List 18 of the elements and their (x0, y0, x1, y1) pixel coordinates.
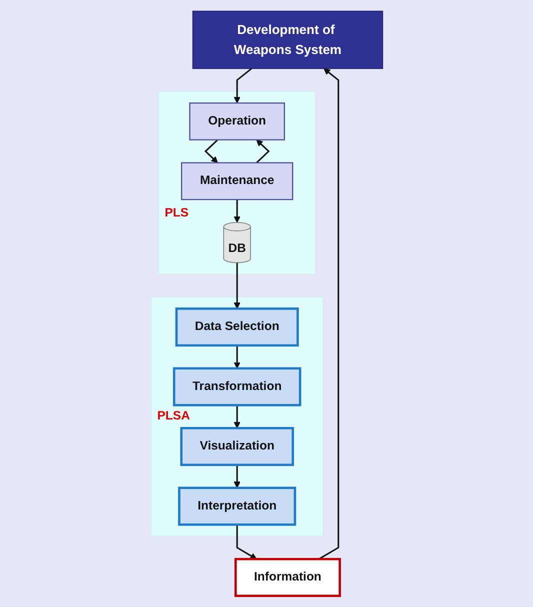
arrow (233, 345, 240, 369)
arrow (318, 68, 339, 560)
node-box: Maintenance (180, 162, 293, 200)
node-box: Interpretation (178, 486, 296, 526)
arrow (233, 464, 240, 488)
arrow (233, 200, 240, 223)
arrow (233, 405, 240, 428)
node-box: Operation (188, 102, 285, 140)
node-box: Visualization (180, 426, 294, 466)
arrow (233, 68, 252, 104)
arrow (233, 262, 240, 309)
node-box: Data Selection (174, 308, 298, 347)
node-box: Transformation (172, 367, 301, 406)
arrow (204, 139, 218, 164)
arrow (256, 140, 270, 164)
node-box: Development of Weapons System (192, 10, 383, 69)
node-box: Information (234, 558, 341, 597)
arrow (236, 524, 256, 560)
